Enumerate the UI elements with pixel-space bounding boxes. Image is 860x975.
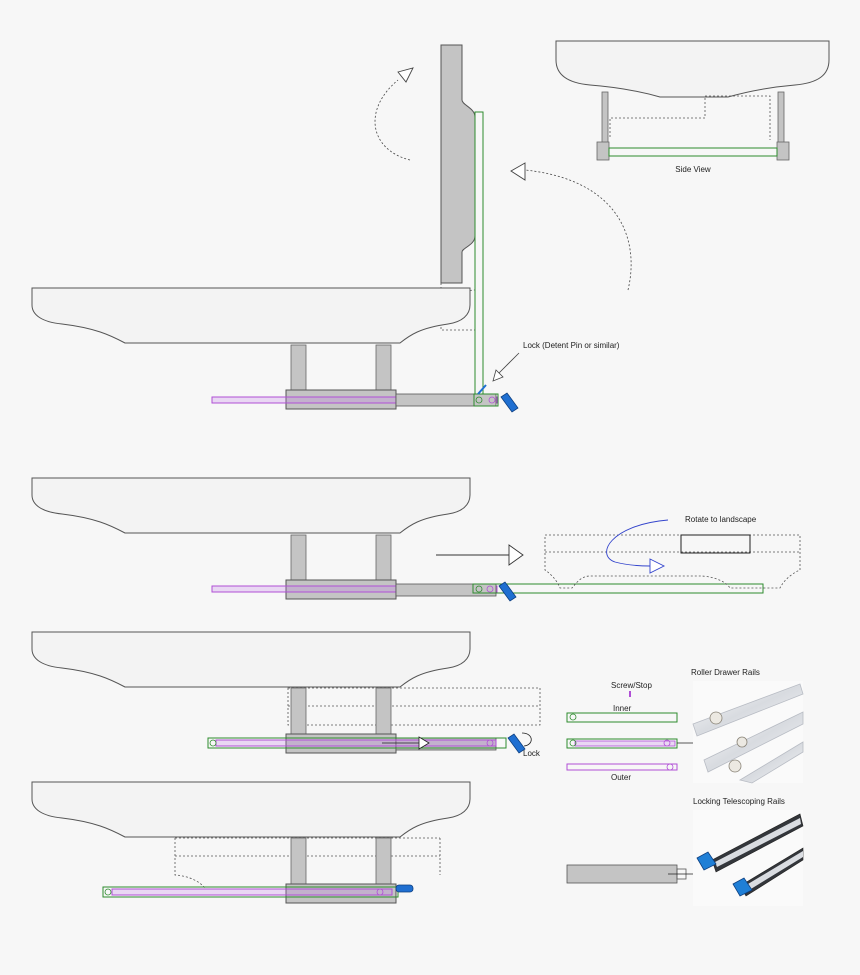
roller-rail-2: [703, 711, 804, 773]
rotate-label: Rotate to landscape: [685, 515, 757, 524]
inner-rail-2-extended: [472, 583, 764, 594]
diagram-1: Lock (Detent Pin or similar): [31, 44, 632, 413]
post-2-left: [290, 534, 307, 581]
side-view-inner-rail: [608, 147, 778, 157]
tray-3: [31, 631, 471, 688]
tray-1: [31, 287, 471, 344]
vertical-device: [440, 44, 476, 284]
locking-rail-2-shine: [743, 851, 803, 892]
diagram-3: Lock: [31, 631, 541, 758]
tray-4: [31, 781, 471, 838]
roller-wheel-2: [736, 736, 748, 748]
outer-rail-4: [111, 888, 393, 896]
lock-knob-1: [500, 392, 519, 413]
locking-lever-2: [732, 877, 753, 897]
vertical-inner-rail: [474, 111, 484, 399]
rotate-arrow-blue: [606, 519, 669, 567]
inner-rail-3: [207, 737, 507, 749]
locking-rail-1-shine: [715, 818, 801, 867]
outer-rail-2: [211, 585, 498, 593]
rotate-arrow-path-left: [374, 79, 411, 161]
lock-callout-arrowhead: [492, 369, 504, 382]
stop-screw-2: [486, 585, 494, 593]
device-3-dashed: [287, 687, 541, 726]
locking-lever-1: [696, 851, 717, 871]
extend-arrow-head: [508, 544, 524, 566]
side-view-label: Side View: [675, 165, 711, 174]
inner-rail-hole-3: [209, 739, 217, 747]
post-1-right: [375, 344, 392, 391]
roller-rails-label: Roller Drawer Rails: [691, 668, 760, 677]
inner-rail-hole-4: [104, 888, 112, 896]
outer-rail-1: [211, 396, 498, 404]
lock-knob-2: [498, 581, 517, 602]
lock-detent-label: Lock (Detent Pin or similar): [523, 341, 620, 350]
outer-rail-legend: [566, 763, 678, 771]
inner-rail-end-1: [473, 393, 499, 407]
lock-knob-3: [507, 733, 526, 754]
rotate-arrow-path-right: [524, 169, 632, 291]
post-3-left: [290, 687, 307, 735]
side-view-panel: Side View: [555, 40, 830, 174]
combined-rail-legend-screw: [663, 739, 671, 747]
lock-label: Lock: [523, 749, 541, 758]
diagram-4: [31, 781, 471, 904]
combined-rail-legend-hole: [569, 739, 577, 747]
rail-housing-1: [395, 393, 497, 407]
tray-2: [31, 477, 471, 534]
post-2-right: [375, 534, 392, 581]
post-1-left: [290, 344, 307, 391]
rail-housing-2: [395, 583, 497, 597]
locking-rail-legend: [566, 864, 678, 884]
post-4-right: [375, 837, 392, 885]
roller-rail-1: [692, 683, 804, 737]
landscape-device-screen: [680, 534, 751, 554]
lock-hook-arrow: [521, 732, 532, 747]
side-view-post-left: [601, 91, 609, 145]
inner-rail-hole-2: [475, 585, 483, 593]
lock-knob-4: [395, 884, 414, 893]
rotate-arrow-head-right: [510, 162, 526, 181]
lock-pin-1: [477, 384, 487, 395]
outer-rail-legend-hole: [666, 763, 674, 771]
outer-rail-3: [215, 739, 497, 747]
side-view-bracket-right: [776, 141, 790, 161]
roller-wheel-1: [709, 711, 723, 725]
lock-callout-line: [496, 352, 520, 376]
locking-telescoping-rails: Locking Telescoping Rails: [566, 797, 804, 906]
side-view-post-right: [777, 91, 785, 145]
combined-rail-legend-outer: [574, 740, 676, 747]
device-4-dashed-sides: [174, 838, 441, 889]
screw-stop-label: Screw/Stop: [611, 681, 652, 690]
inner-rail-hole-1: [475, 396, 483, 404]
roller-wheel-3: [728, 759, 742, 773]
side-view-dashed-device: [609, 95, 771, 140]
screw-stop-marker: [629, 691, 631, 697]
roller-rail-3: [738, 741, 804, 784]
inner-rail-legend: [566, 712, 678, 723]
post-3-right: [375, 687, 392, 735]
stop-screw-4: [376, 888, 384, 896]
stop-screw-3: [486, 739, 494, 747]
side-view-bracket-left: [596, 141, 610, 161]
inner-rail-legend-hole: [569, 713, 577, 721]
post-4-left: [290, 837, 307, 885]
outer-label: Outer: [611, 773, 631, 782]
rotate-arrow-head-left: [397, 67, 414, 83]
inner-label: Inner: [613, 704, 632, 713]
diagram-2: Rotate to landscape: [31, 477, 801, 602]
rotate-arrow-blue-head: [649, 558, 666, 574]
slide-arrow-head: [418, 736, 430, 750]
combined-rail-legend: [566, 738, 678, 749]
landscape-device-dashed: [544, 534, 801, 589]
rail-legend: Screw/Stop Inner Outer: [566, 681, 712, 782]
side-view-tray: [555, 40, 830, 98]
locking-rails-label: Locking Telescoping Rails: [693, 797, 785, 806]
roller-drawer-rails-photo: Roller Drawer Rails: [691, 668, 804, 784]
stop-screw-1: [488, 396, 496, 404]
